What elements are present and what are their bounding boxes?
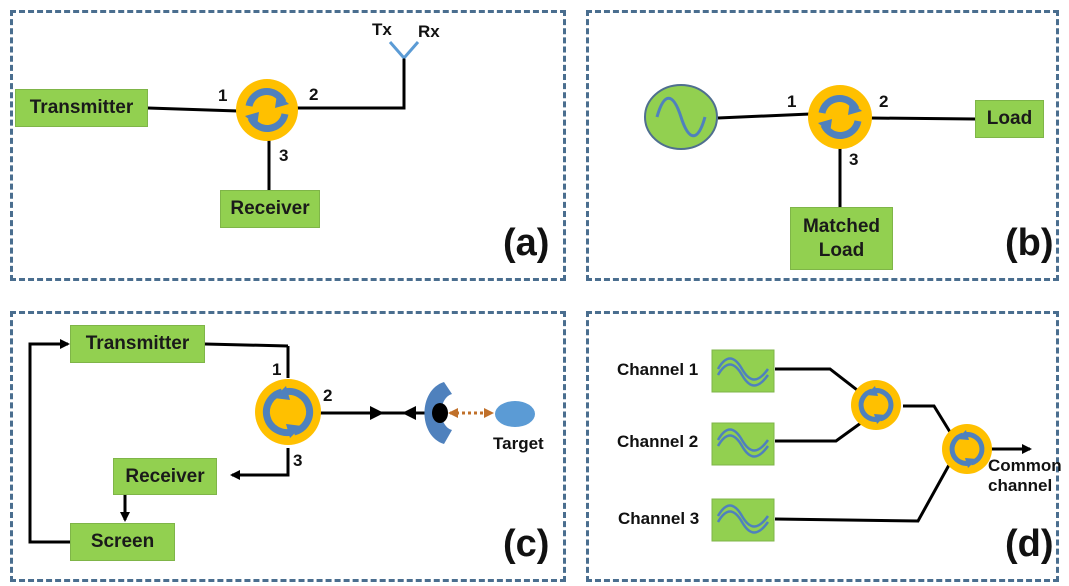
panel-b-frame (586, 10, 1059, 281)
antenna-icon (388, 41, 420, 59)
circulator-b-icon (808, 85, 872, 149)
port-1-label-c: 1 (272, 360, 282, 379)
circulator-d2-icon (942, 424, 992, 474)
port-2-label-a: 2 (309, 85, 319, 104)
channel-1-source-icon (711, 349, 775, 393)
circulator-c-icon (255, 379, 321, 445)
tx-label: Tx (372, 20, 392, 39)
panel-d-label: (d) (1005, 523, 1054, 565)
signal-source-icon (644, 84, 718, 150)
radar-dish-icon (424, 382, 452, 444)
rx-label: Rx (418, 22, 440, 41)
panel-c-frame (10, 311, 566, 582)
receiver-box-c: Receiver (113, 458, 217, 495)
channel-2-source-icon (711, 422, 775, 466)
port-2-label-b: 2 (879, 92, 889, 111)
channel-3-source-icon (711, 498, 775, 542)
panel-a-label: (a) (503, 222, 550, 264)
transmitter-box-c: Transmitter (70, 325, 205, 363)
panel-d-frame (586, 311, 1059, 582)
receiver-box-a: Receiver (220, 190, 320, 228)
port-1-label-a: 1 (218, 86, 228, 105)
panel-b-label: (b) (1005, 222, 1054, 264)
panel-d-wires (774, 367, 1032, 523)
target-icon (495, 401, 535, 427)
target-label: Target (493, 434, 544, 453)
load-box: Load (975, 100, 1044, 138)
panel-c-wires (28, 339, 432, 544)
panel-c-label: (c) (503, 523, 550, 565)
port-3-label-b: 3 (849, 150, 859, 169)
port-1-label-b: 1 (787, 92, 797, 111)
panel-b-wires (717, 112, 976, 207)
port-2-label-c: 2 (323, 386, 333, 405)
channel-3-label: Channel 3 (618, 509, 700, 528)
transmitter-box-a: Transmitter (15, 89, 148, 127)
circulator-a-icon (236, 79, 298, 141)
panel-a-wires (147, 58, 406, 190)
port-3-label-a: 3 (279, 146, 289, 165)
circulator-d1-icon (851, 380, 901, 430)
channel-2-label: Channel 2 (617, 432, 699, 451)
panel-a-frame (10, 10, 566, 281)
matched-load-box: Matched Load (790, 207, 893, 270)
channel-1-label: Channel 1 (617, 360, 699, 379)
common-channel-label: Common channel (988, 456, 1062, 496)
screen-box: Screen (70, 523, 175, 561)
port-3-label-c: 3 (293, 451, 303, 470)
